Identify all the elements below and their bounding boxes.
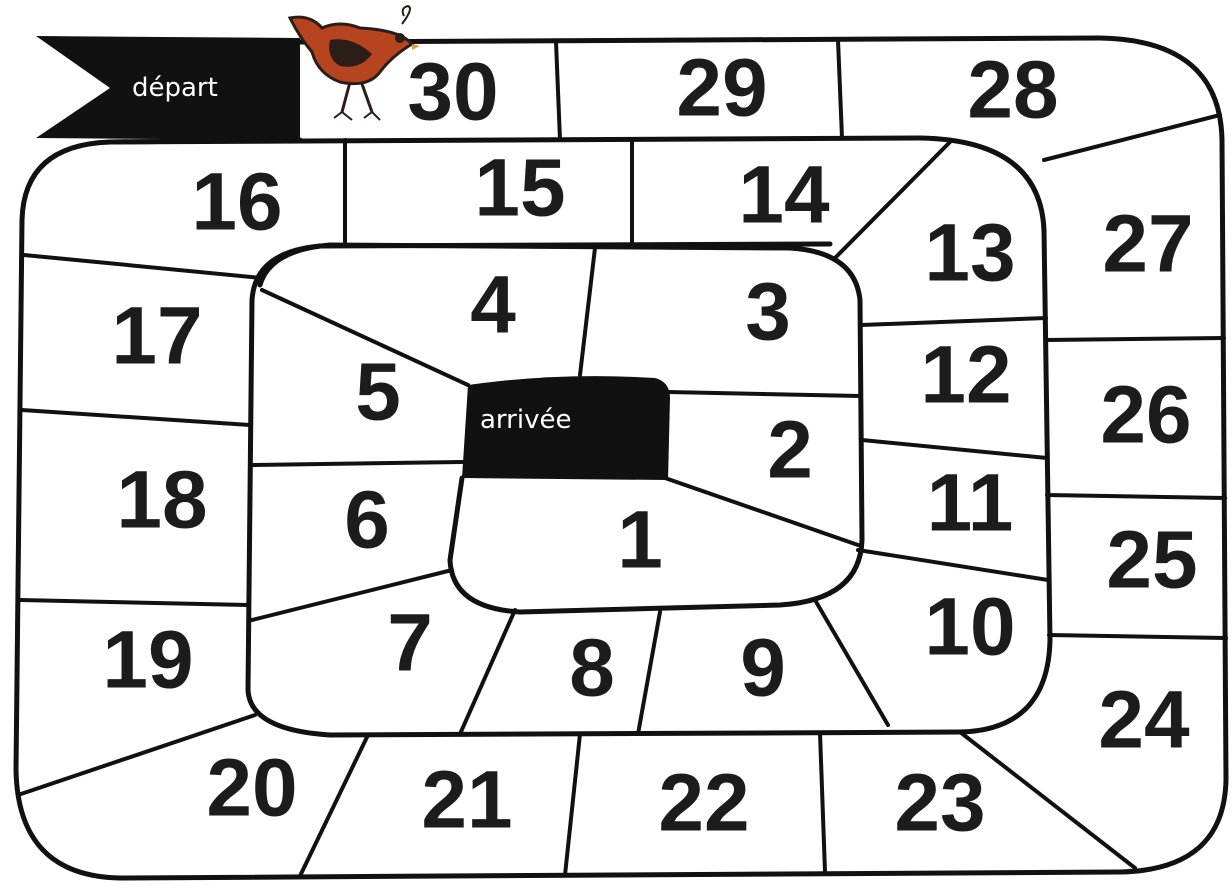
cell-29: 29 <box>676 43 767 134</box>
cell-23: 23 <box>894 758 985 849</box>
divider-6-5 <box>252 462 462 465</box>
divider-10-9 <box>815 600 888 725</box>
cell-14: 14 <box>738 150 830 241</box>
cell-19: 19 <box>102 615 193 706</box>
divider-17-16 <box>24 255 262 278</box>
divider-11-10 <box>858 550 1048 580</box>
cell-1: 1 <box>617 495 663 586</box>
cell-6: 6 <box>344 475 390 566</box>
cell-15: 15 <box>474 143 565 234</box>
divider-21-20 <box>300 735 368 876</box>
bird-icon <box>290 6 420 120</box>
cell-16: 16 <box>191 157 282 248</box>
cell-17: 17 <box>111 291 202 382</box>
cell-13: 13 <box>924 208 1015 299</box>
cell-10: 10 <box>924 582 1015 673</box>
cell-3: 3 <box>745 267 791 358</box>
divider-3-2 <box>668 392 860 396</box>
cell-2: 2 <box>767 405 813 496</box>
cell-21: 21 <box>421 755 512 846</box>
divider-28-27 <box>1044 115 1220 160</box>
divider-19-18 <box>20 600 248 605</box>
cell-4: 4 <box>470 260 516 351</box>
cell-9: 9 <box>740 623 786 714</box>
cell-22: 22 <box>658 758 749 849</box>
finish-label: arrivée <box>480 405 571 435</box>
cell-20: 20 <box>206 743 297 834</box>
divider-9-8 <box>638 612 660 734</box>
cell-8: 8 <box>569 623 615 714</box>
cell-30: 30 <box>407 47 498 138</box>
divider-25-24 <box>1049 635 1226 638</box>
cell-7: 7 <box>387 598 433 689</box>
cell-28: 28 <box>967 45 1058 136</box>
cell-11: 11 <box>927 458 1014 549</box>
divider-13-12 <box>862 318 1046 325</box>
divider-22-21 <box>565 734 580 875</box>
cell-24: 24 <box>1098 675 1190 766</box>
divider-23-22 <box>820 733 825 872</box>
start-label: départ <box>132 73 218 103</box>
cell-27: 27 <box>1102 199 1193 290</box>
cell-26: 26 <box>1100 370 1191 461</box>
divider-8-7 <box>460 610 515 734</box>
divider-27-26 <box>1046 338 1224 340</box>
cell-18: 18 <box>116 455 207 546</box>
divider-4-3 <box>580 248 595 375</box>
cell-25: 25 <box>1106 515 1197 606</box>
divider-30-29 <box>556 42 560 140</box>
cell-12: 12 <box>920 330 1011 421</box>
divider-29-28 <box>838 40 842 138</box>
divider-18-17 <box>22 410 250 425</box>
divider-2-1 <box>665 478 858 545</box>
cell-5: 5 <box>355 347 401 438</box>
divider-12-11 <box>862 440 1047 458</box>
divider-26-25 <box>1047 495 1225 498</box>
